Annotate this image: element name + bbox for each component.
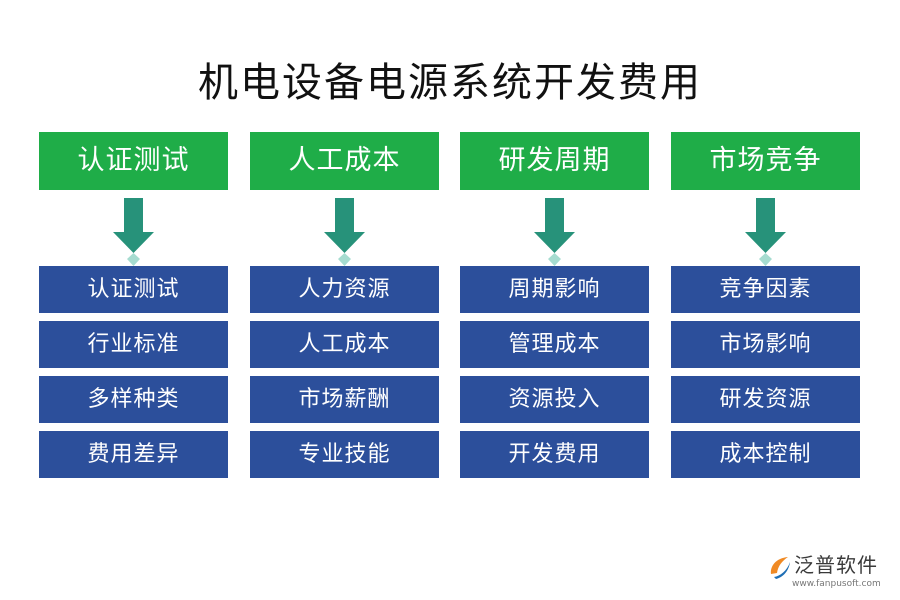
- logo-name: 泛普软件: [794, 553, 878, 577]
- fanpu-logo: 泛普软件 www.fanpusoft.com: [768, 552, 893, 594]
- list-item: 研发资源: [671, 376, 860, 423]
- list-item: 管理成本: [460, 321, 649, 368]
- column-1: 认证测试 认证测试 行业标准 多样种类 费用差异: [39, 132, 228, 486]
- list-item: 费用差异: [39, 431, 228, 478]
- list-item: 人工成本: [250, 321, 439, 368]
- list-item: 专业技能: [250, 431, 439, 478]
- column-3: 研发周期 周期影响 管理成本 资源投入 开发费用: [460, 132, 649, 486]
- list-item: 周期影响: [460, 266, 649, 313]
- down-arrow-icon: [671, 190, 860, 266]
- column-header: 市场竞争: [671, 132, 860, 190]
- down-arrow-icon: [39, 190, 228, 266]
- list-item: 资源投入: [460, 376, 649, 423]
- fanpu-logo-icon: [770, 557, 790, 579]
- column-2: 人工成本 人力资源 人工成本 市场薪酬 专业技能: [250, 132, 439, 486]
- down-arrow-icon: [460, 190, 649, 266]
- list-item: 行业标准: [39, 321, 228, 368]
- list-item: 多样种类: [39, 376, 228, 423]
- list-item: 市场影响: [671, 321, 860, 368]
- logo-url: www.fanpusoft.com: [792, 579, 881, 589]
- list-item: 认证测试: [39, 266, 228, 313]
- column-header: 人工成本: [250, 132, 439, 190]
- list-item: 开发费用: [460, 431, 649, 478]
- list-item: 人力资源: [250, 266, 439, 313]
- column-4: 市场竞争 竞争因素 市场影响 研发资源 成本控制: [671, 132, 860, 486]
- diagram-title: 机电设备电源系统开发费用: [198, 60, 702, 106]
- down-arrow-icon: [250, 190, 439, 266]
- list-item: 市场薪酬: [250, 376, 439, 423]
- list-item: 竞争因素: [671, 266, 860, 313]
- list-item: 成本控制: [671, 431, 860, 478]
- column-header: 认证测试: [39, 132, 228, 190]
- column-header: 研发周期: [460, 132, 649, 190]
